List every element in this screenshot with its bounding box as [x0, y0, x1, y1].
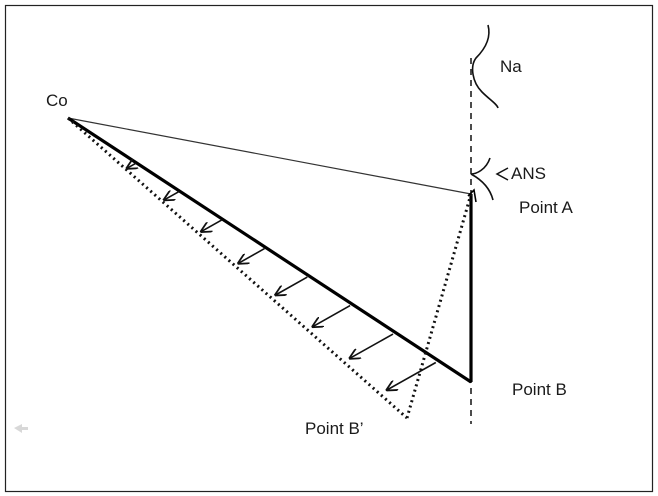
label-point-b: Point B — [512, 380, 567, 399]
label-point-b-prime: Point B’ — [305, 419, 364, 438]
label-co: Co — [46, 91, 68, 110]
ans-pointer-mark — [495, 167, 509, 181]
rotation-arrow — [350, 333, 394, 358]
ans-profile-curve — [470, 157, 494, 201]
label-point-a: Point A — [519, 198, 574, 217]
point-a-tick — [467, 188, 477, 203]
co-to-point-b-line — [67, 116, 472, 384]
diagram-frame — [4, 4, 654, 493]
rotation-arrow — [127, 163, 136, 168]
faint-arrow-icon — [14, 424, 28, 433]
rotation-arrow — [387, 361, 437, 391]
nasion-profile-curve — [471, 24, 499, 109]
rotation-arrow — [164, 192, 180, 200]
point-a-to-point-b-prime-dotted-line — [405, 193, 473, 419]
rotation-arrow — [201, 219, 222, 232]
label-na: Na — [500, 57, 522, 76]
rotation-arrow — [313, 304, 351, 327]
rotation-arrow — [238, 247, 265, 264]
label-ans: ANS — [511, 164, 546, 183]
rotation-arrow — [276, 276, 308, 295]
rotation-arrows-group — [127, 163, 437, 391]
co-to-point-a-line — [67, 117, 472, 195]
co-to-point-b-prime-dotted-line — [67, 116, 408, 420]
